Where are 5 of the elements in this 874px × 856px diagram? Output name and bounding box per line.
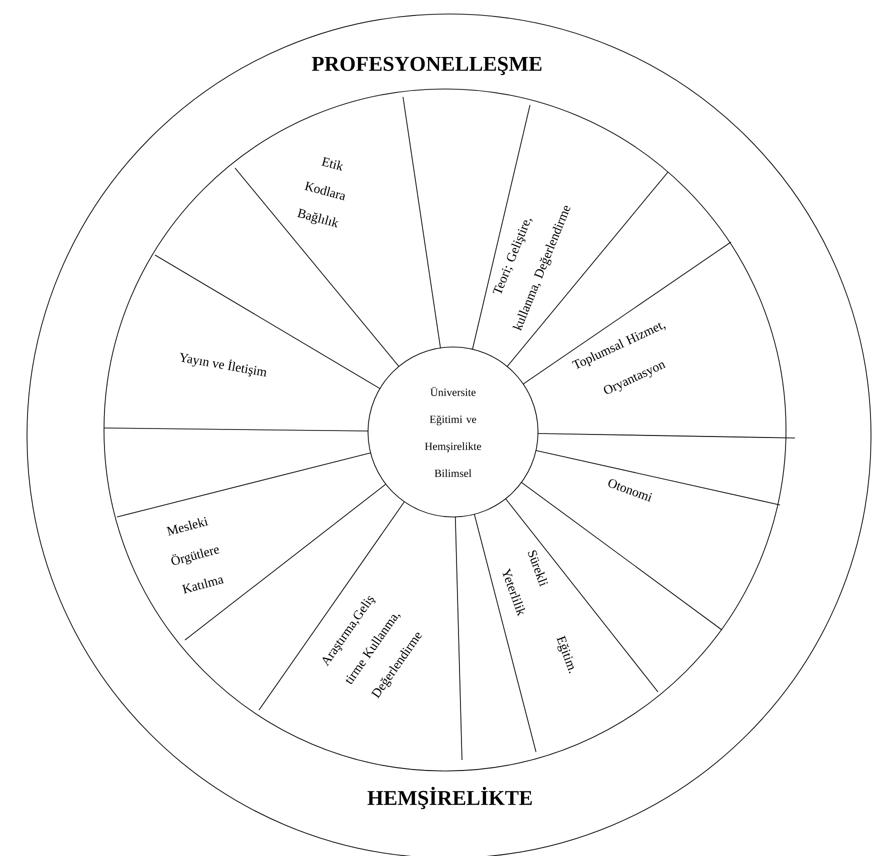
sector-label: Eğitim. xyxy=(556,635,574,674)
sector-label: Yayın ve İletişim xyxy=(180,352,266,377)
sector-label: Sürekli xyxy=(528,550,548,587)
sector-label: Etik Kodlara Bağlılık xyxy=(297,157,345,228)
sector-label: Mesleki Örgütlere Katılma xyxy=(166,517,224,594)
